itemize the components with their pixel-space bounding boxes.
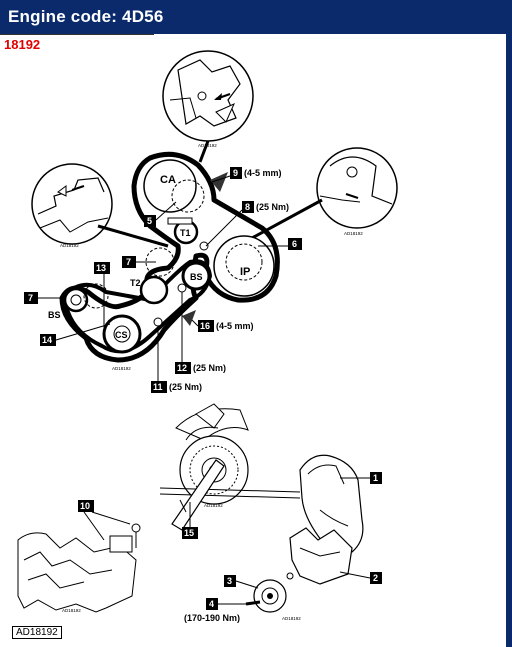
dashed-guide	[83, 283, 109, 309]
svg-text:(4-5 mm): (4-5 mm)	[244, 168, 282, 178]
timing-belt	[59, 151, 280, 363]
svg-text:16: 16	[200, 321, 210, 331]
svg-text:7: 7	[126, 257, 131, 267]
callout-12: 12 (25 Nm)	[175, 292, 226, 374]
svg-text:(25 Nm): (25 Nm)	[256, 202, 289, 212]
pulley-label: IP	[240, 266, 250, 278]
svg-text:6: 6	[292, 239, 297, 249]
ref-label: AD18192	[60, 243, 79, 248]
callout-6: 6	[258, 238, 302, 250]
leader-lines	[97, 140, 323, 248]
pulley-balance-shaft-right: BS	[181, 261, 211, 291]
window-edge	[506, 0, 512, 647]
torque-label: (170-190 Nm)	[184, 613, 240, 623]
callout-5: 5	[144, 201, 177, 227]
dashed-guide	[145, 247, 175, 277]
ref-label: AD18192	[344, 231, 363, 236]
svg-text:13: 13	[96, 263, 106, 273]
crankshaft-tool-illustration: AD18192	[159, 403, 301, 531]
diagram-code: 18192	[4, 37, 41, 52]
callout-7-left: 7	[24, 292, 66, 304]
pulley-tensioner-t1: T1	[167, 217, 199, 245]
callout-2: 2	[339, 571, 382, 584]
pulley-label: BS	[48, 310, 61, 320]
ref-label: AD18192	[282, 616, 301, 621]
ref-label: AD18192	[62, 608, 81, 613]
svg-text:8: 8	[245, 202, 250, 212]
callout-3: 3	[224, 575, 259, 589]
callout-10: 10	[78, 500, 131, 541]
pulley-camshaft: CA	[143, 159, 205, 213]
callout-8: 8 (25 Nm)	[205, 201, 289, 247]
page-title: Engine code: 4D56	[8, 7, 164, 26]
pulley-label: CA	[160, 174, 176, 186]
pulley-label: BS	[190, 272, 203, 282]
ref-label: AD18192	[204, 503, 223, 508]
callout-1: 1	[340, 472, 382, 484]
callout-7-upper: 7	[122, 256, 156, 268]
svg-text:11: 11	[153, 382, 163, 392]
ref-label: AD18192	[112, 366, 131, 371]
callout-14: 14	[40, 323, 111, 346]
bolt	[177, 283, 187, 293]
svg-text:(25 Nm): (25 Nm)	[193, 363, 226, 373]
svg-text:14: 14	[42, 335, 52, 345]
svg-text:3: 3	[227, 576, 232, 586]
pulley-tensioner-t2: T2	[130, 275, 169, 305]
callout-13: 13	[94, 262, 110, 330]
detail-circle-top: AD18192	[162, 50, 254, 148]
callout-16: 16 (4-5 mm)	[191, 319, 254, 332]
svg-text:9: 9	[233, 168, 238, 178]
tension-arrow	[182, 310, 196, 326]
pulley-injection-pump: IP	[213, 235, 275, 297]
svg-text:12: 12	[177, 363, 187, 373]
svg-text:2: 2	[373, 573, 378, 583]
callout-11: 11 (25 Nm)	[151, 326, 202, 393]
svg-text:1: 1	[373, 473, 378, 483]
header-divider	[0, 34, 154, 35]
detail-circle-left: AD18192	[31, 163, 113, 248]
callout-4: 4 (170-190 Nm)	[184, 598, 246, 623]
svg-text:15: 15	[184, 528, 194, 538]
pulley-crankshaft: CS	[102, 314, 142, 354]
callout-9: 9 (4-5 mm)	[211, 167, 282, 183]
svg-text:7: 7	[28, 293, 33, 303]
tension-arrow	[210, 172, 228, 192]
engine-tensioner-illustration: AD18192	[17, 523, 141, 613]
bolt	[153, 317, 163, 327]
pulley-label: CS	[115, 330, 128, 340]
pulley-balance-shaft-left: BS	[48, 287, 89, 320]
svg-text:(4-5 mm): (4-5 mm)	[216, 321, 254, 331]
bolt	[199, 241, 209, 251]
svg-text:10: 10	[80, 501, 90, 511]
svg-text:4: 4	[209, 599, 214, 609]
svg-text:5: 5	[147, 216, 152, 226]
figure-reference: AD18192	[12, 626, 62, 639]
pulley-label: T2	[130, 278, 141, 288]
svg-text:(25 Nm): (25 Nm)	[169, 382, 202, 392]
callout-15: 15	[182, 502, 198, 539]
pulley-label: T1	[180, 228, 191, 238]
header-bar: Engine code: 4D56	[0, 0, 512, 34]
detail-circle-right: AD18192	[316, 147, 398, 236]
timing-cover-illustration: AD18192	[245, 454, 364, 621]
